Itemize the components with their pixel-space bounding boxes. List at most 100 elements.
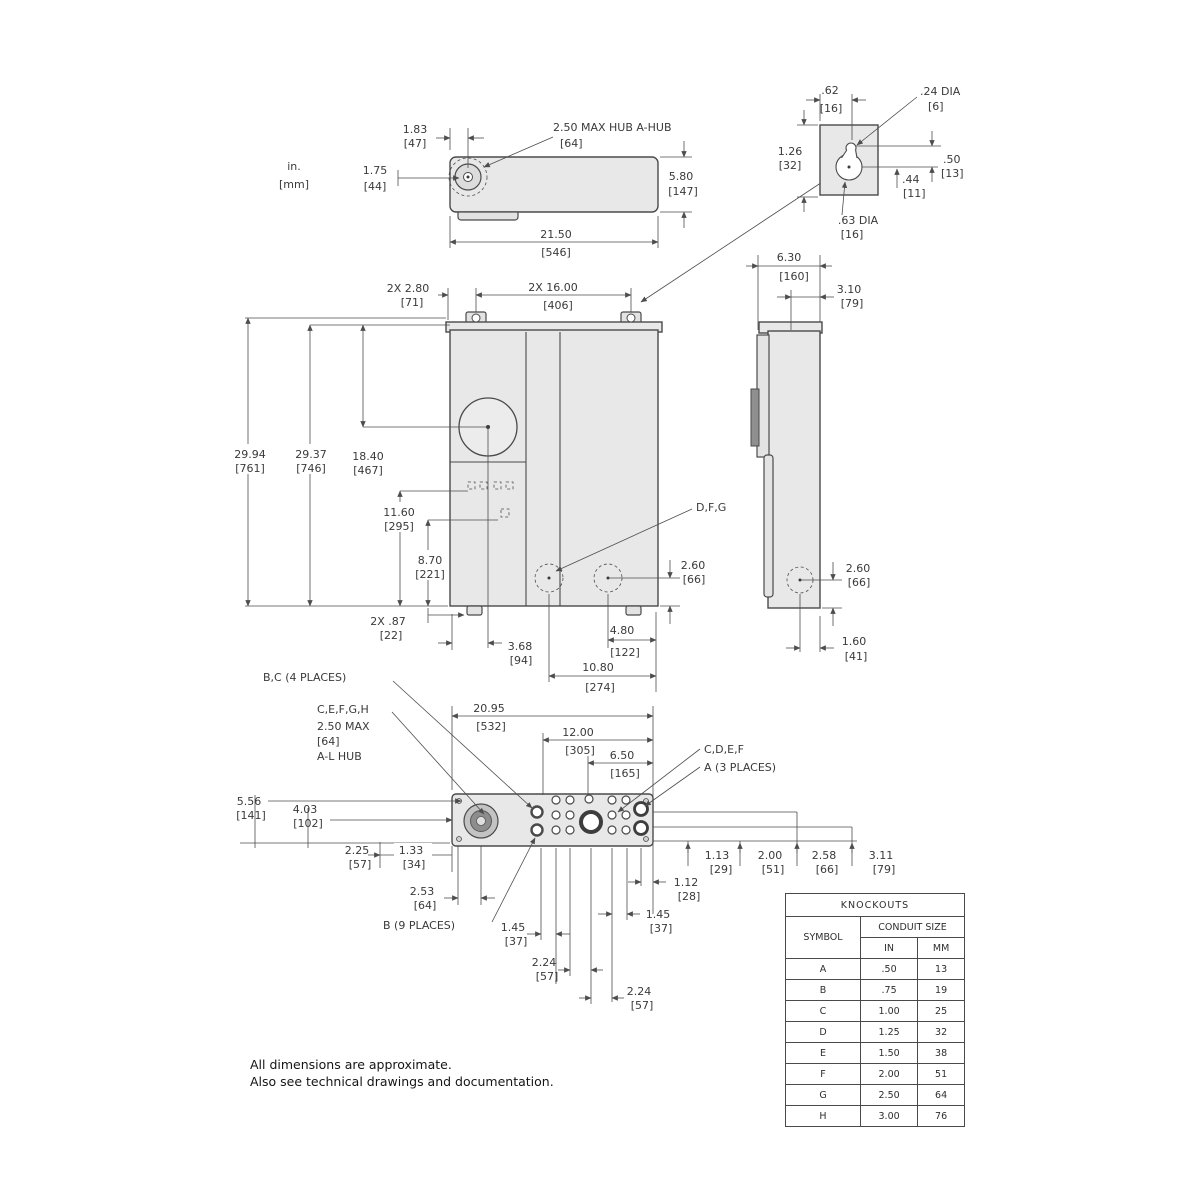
svg-text:[13]: [13] [941,167,964,180]
svg-text:2.58: 2.58 [812,849,837,862]
dim-3-10: 3.10 [79] [777,283,863,330]
svg-text:[37]: [37] [505,935,528,948]
knockout-dot-1 [547,576,551,580]
dim-24-dia: .24 DIA [6] [856,85,961,146]
bottom-view: B,C (4 PLACES) C,E,F,G,H 2.50 MAX [64] A… [236,671,895,1012]
dim-2-60-front: 2.60 [66] [608,559,705,624]
dim-1-83: 1.83 [47] [403,123,484,168]
hub-bolt-circle [448,157,488,197]
dim-1-60: 1.60 [41] [786,594,867,663]
right-dim-group: 1.13 [29] 2.00 [51] 2.58 [66] 3.11 [79] [653,811,896,876]
svg-text:[44]: [44] [364,180,387,193]
svg-text:[94]: [94] [510,654,533,667]
svg-text:5.56: 5.56 [237,795,262,808]
detail-leader-line [640,162,852,303]
svg-text:4.03: 4.03 [293,803,318,816]
svg-text:5.80: 5.80 [669,170,694,183]
top-view: 1.83 [47] 1.75 [44] 2.50 MAX HUB A-HUB [… [279,121,698,259]
dim-5-80: 5.80 [147] [660,141,698,228]
svg-text:.44: .44 [902,173,920,186]
svg-text:[274]: [274] [585,681,615,694]
svg-text:[6]: [6] [928,100,944,113]
label-dfg: D,F,G [555,501,726,572]
svg-text:[546]: [546] [541,246,571,259]
dim-1-26: 1.26 [32] [778,110,818,212]
front-body [449,329,659,607]
top-view-body [449,156,659,213]
svg-text:1.83: 1.83 [403,123,428,136]
knockouts-table: KNOCKOUTS SYMBOL CONDUIT SIZE IN MM A.50… [785,893,965,1127]
dim-2x-2-80: 2X 2.80 [71] [387,282,477,320]
dim-6-50: 6.50 [165] [587,749,654,794]
col-symbol: SYMBOL [785,916,861,959]
label-bc4: B,C (4 PLACES) [263,671,533,809]
dim-21-50: 21.50 [546] [449,216,659,259]
svg-text:[22]: [22] [380,629,403,642]
dim-44: .44 [11] [862,166,938,200]
svg-text:3.68: 3.68 [508,640,533,653]
svg-text:12.00: 12.00 [562,726,594,739]
label-b9: B (9 PLACES) [383,837,536,932]
label-a3: A (3 PLACES) [644,761,776,807]
dim-29-37: 29.37 [746] [292,324,450,607]
svg-text:[102]: [102] [293,817,323,830]
svg-text:1.13: 1.13 [705,849,730,862]
dim-2x-87: 2X .87 [22] [370,608,465,642]
footnote-line-2: Also see technical drawings and document… [250,1074,554,1089]
svg-text:[28]: [28] [678,890,701,903]
svg-text:2.60: 2.60 [681,559,706,572]
svg-text:[295]: [295] [384,520,414,533]
svg-text:[467]: [467] [353,464,383,477]
svg-text:[746]: [746] [296,462,326,475]
svg-text:[66]: [66] [816,863,839,876]
dim-5-56: 5.56 [141] [236,795,462,848]
label-cdef: C,D,E,F [617,743,744,813]
tab-screw-right [626,313,636,323]
svg-text:B,C (4 PLACES): B,C (4 PLACES) [263,671,346,684]
svg-text:[16]: [16] [820,102,843,115]
col-conduit-size: CONDUIT SIZE [860,916,965,938]
svg-text:29.37: 29.37 [295,448,327,461]
dim-62: .62 [16] [806,84,866,140]
dim-1-33: 1.33 [34] [399,844,426,871]
svg-text:[147]: [147] [668,185,698,198]
dim-20-95: 20.95 [532] [451,702,654,800]
knockout-circle-1 [534,563,564,593]
svg-text:[64]: [64] [317,735,340,748]
svg-text:3.10: 3.10 [837,283,862,296]
svg-text:2.24: 2.24 [627,985,652,998]
svg-text:[64]: [64] [414,899,437,912]
svg-text:[532]: [532] [476,720,506,733]
hub-center-dot [466,175,470,179]
svg-text:[29]: [29] [710,863,733,876]
svg-text:.50: .50 [943,153,961,166]
svg-text:2X .87: 2X .87 [370,615,406,628]
foot-left [466,605,483,616]
svg-text:1.75: 1.75 [363,164,388,177]
front-view: 2X 2.80 [71] 2X 16.00 [406] 29.94 [761] … [230,281,726,694]
side-view: 6.30 [160] 3.10 [79] 2.60 [66] 1.60 [746,251,870,663]
keyhole-detail-view: .62 [16] .24 DIA [6] 1.26 [32] .44 [11] [640,84,964,303]
svg-text:[761]: [761] [235,462,265,475]
foot-right [625,605,642,616]
bottom-holes [530,794,649,837]
svg-text:20.95: 20.95 [473,702,505,715]
svg-text:[122]: [122] [610,646,640,659]
svg-text:[34]: [34] [403,858,426,871]
dim-10-80: 10.80 [274] [548,594,657,694]
svg-text:2X 16.00: 2X 16.00 [528,281,578,294]
corner-screw [456,836,462,842]
knockouts-title: KNOCKOUTS [785,893,965,917]
svg-text:D,F,G: D,F,G [696,501,726,514]
col-in: IN [859,937,919,959]
keyhole-neck-fill [841,150,857,158]
corner-screw [643,836,649,842]
svg-text:[57]: [57] [631,999,654,1012]
dim-29-94: 29.94 [761] [230,317,448,607]
svg-text:[305]: [305] [565,744,595,757]
svg-text:[79]: [79] [873,863,896,876]
label-hub-stack: C,E,F,G,H 2.50 MAX [64] A-L HUB [317,703,485,815]
